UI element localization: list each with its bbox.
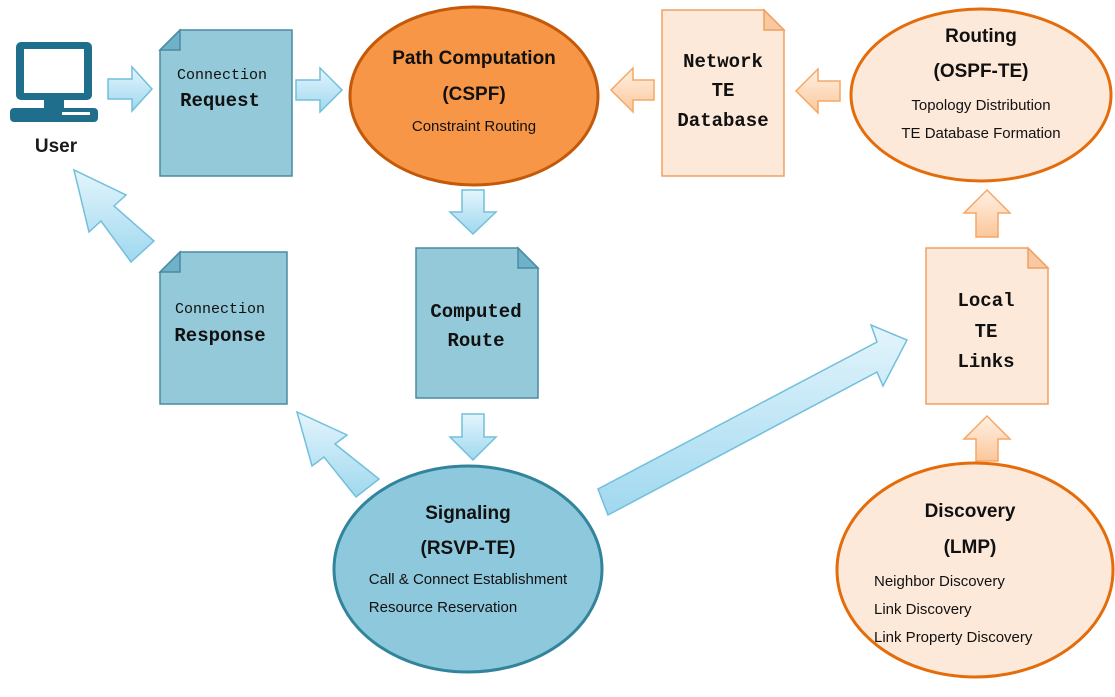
path-computation-node: Path Computation (CSPF) Constraint Routi…: [348, 5, 600, 187]
connection-response-line1: Connection: [175, 301, 265, 318]
computed-route-line2: Route: [447, 330, 504, 352]
discovery-line3: Link Property Discovery: [874, 629, 1033, 646]
connection-request-line1: Connection: [177, 67, 267, 84]
routing-subtitle: (OSPF-TE): [934, 61, 1029, 82]
local-te-links-line2: TE: [975, 321, 998, 343]
discovery-node: Discovery (LMP) Neighbor Discovery Link …: [835, 461, 1115, 679]
routing-node: Routing (OSPF-TE) Topology Distribution …: [849, 7, 1113, 183]
arrow-links-to-routing: [962, 188, 1012, 238]
local-te-links-line1: Local: [957, 290, 1014, 312]
arrow-database-to-pathcomp: [609, 66, 655, 114]
local-te-links-line3: Links: [957, 351, 1014, 373]
computed-route-document: Computed Route: [415, 246, 540, 399]
connection-response-line2: Response: [174, 325, 265, 347]
computer-monitor-icon: [10, 42, 98, 122]
routing-line2: TE Database Formation: [901, 125, 1060, 142]
arrow-discovery-to-links: [962, 414, 1012, 462]
discovery-subtitle: (LMP): [944, 537, 997, 558]
arrow-request-to-pathcomp: [295, 66, 344, 114]
signaling-node: Signaling (RSVP-TE) Call & Connect Estab…: [332, 464, 604, 674]
arrow-signaling-to-response: [295, 410, 381, 499]
connection-response-document: Connection Response: [158, 250, 288, 405]
network-te-database-line1: Network: [683, 51, 763, 73]
path-computation-line1: Constraint Routing: [412, 118, 536, 135]
arrow-routing-to-database: [794, 67, 841, 115]
computed-route-line1: Computed: [430, 301, 521, 323]
user-label: User: [35, 136, 78, 157]
network-te-database-line2: TE: [712, 80, 735, 102]
routing-line1: Topology Distribution: [911, 97, 1050, 114]
arrow-signaling-to-local-links: [597, 323, 909, 517]
connection-request-line2: Request: [180, 90, 260, 112]
path-computation-title: Path Computation: [392, 48, 556, 69]
signaling-line1: Call & Connect Establishment: [369, 571, 568, 588]
arrow-route-to-signaling: [448, 413, 498, 462]
connection-request-document: Connection Request: [158, 28, 293, 177]
arrow-response-to-user: [72, 168, 156, 264]
signaling-line2: Resource Reservation: [369, 599, 517, 616]
signaling-subtitle: (RSVP-TE): [421, 538, 516, 559]
arrow-user-to-request: [107, 65, 154, 113]
routing-title: Routing: [945, 26, 1017, 47]
local-te-links-document: Local TE Links: [925, 246, 1050, 405]
signaling-title: Signaling: [425, 503, 511, 524]
network-te-database-line3: Database: [677, 110, 768, 132]
network-te-database-document: Network TE Database: [661, 8, 786, 177]
discovery-line2: Link Discovery: [874, 601, 972, 618]
arrow-pathcomp-to-route: [448, 189, 498, 236]
discovery-title: Discovery: [925, 501, 1016, 522]
discovery-line1: Neighbor Discovery: [874, 573, 1005, 590]
path-computation-subtitle: (CSPF): [442, 84, 505, 105]
